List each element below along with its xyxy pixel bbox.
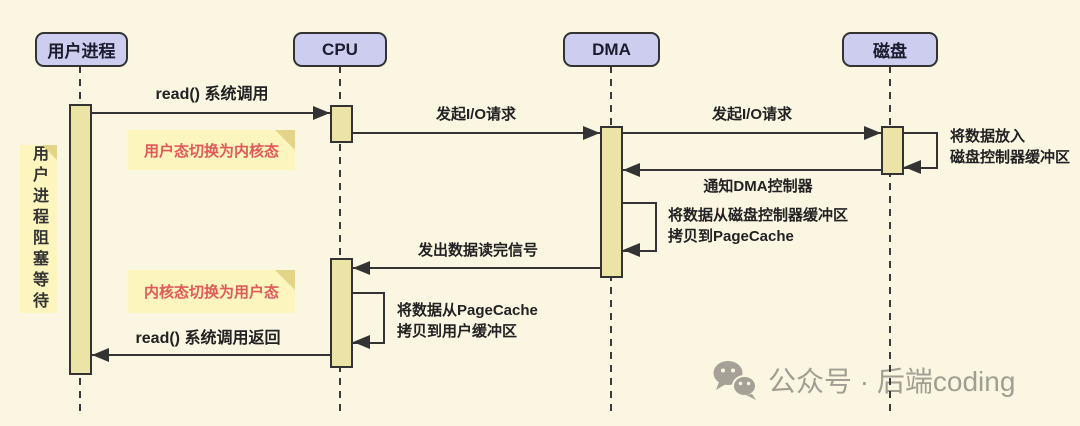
message-line-notify-dma [623, 169, 881, 171]
message-label-copy-pagecache: 将数据从磁盘控制器缓冲区 拷贝到PageCache [668, 207, 849, 245]
message-line-io-request-2 [623, 132, 881, 134]
arrowhead-left-icon [904, 160, 921, 174]
note-text: 用户进程阻塞等待 [30, 145, 47, 313]
message-label-disk-buffer: 将数据放入 磁盘控制器缓冲区 [950, 128, 1071, 166]
message-line-read-syscall [92, 112, 330, 114]
arrowhead-left-icon [92, 348, 109, 362]
self-loop-dma [623, 202, 657, 252]
message-line-io-request-1 [353, 132, 600, 134]
note-text: 内核态切换为用户态 [143, 284, 279, 301]
actor-cpu: CPU [293, 32, 387, 67]
lifeline-cpu [339, 66, 341, 412]
message-label-read-syscall: read() 系统调用 [155, 86, 269, 103]
activation-user-process [69, 104, 92, 375]
activation-cpu-2 [330, 258, 353, 368]
message-label-read-return: read() 系统调用返回 [135, 330, 281, 347]
message-label-io-request-1: 发起I/O请求 [435, 106, 517, 123]
message-label-io-request-2: 发起I/O请求 [711, 106, 793, 123]
message-label-copy-userbuffer: 将数据从PageCache 拷贝到用户缓冲区 [397, 302, 538, 340]
lifeline-disk [889, 66, 891, 412]
arrowhead-left-icon [353, 261, 370, 275]
actor-disk: 磁盘 [842, 32, 938, 67]
note-text: 用户态切换为内核态 [143, 142, 279, 160]
arrowhead-right-icon [864, 126, 881, 140]
message-line-read-return [92, 354, 330, 356]
note-process-blocked: 用户进程阻塞等待 [20, 145, 57, 313]
arrowhead-left-icon [353, 335, 370, 349]
activation-cpu-1 [330, 105, 353, 143]
arrowhead-left-icon [623, 163, 640, 177]
activation-disk [881, 126, 904, 175]
note-user-to-kernel: 用户态切换为内核态 [128, 130, 295, 170]
wechat-icon [713, 361, 757, 400]
arrowhead-right-icon [583, 126, 600, 140]
arrowhead-left-icon [623, 243, 640, 257]
actor-dma: DMA [563, 32, 660, 67]
arrowhead-right-icon [313, 106, 330, 120]
actor-user-process: 用户进程 [35, 32, 128, 67]
message-line-read-done [353, 267, 600, 269]
watermark-text: 公众号 · 后端coding [768, 366, 1016, 397]
activation-dma [600, 126, 623, 278]
message-label-read-done: 发出数据读完信号 [417, 242, 539, 259]
note-kernel-to-user: 内核态切换为用户态 [128, 270, 295, 313]
message-label-notify-dma: 通知DMA控制器 [703, 178, 813, 195]
watermark: 公众号 · 后端coding [712, 360, 1015, 400]
self-loop-disk [904, 132, 938, 169]
